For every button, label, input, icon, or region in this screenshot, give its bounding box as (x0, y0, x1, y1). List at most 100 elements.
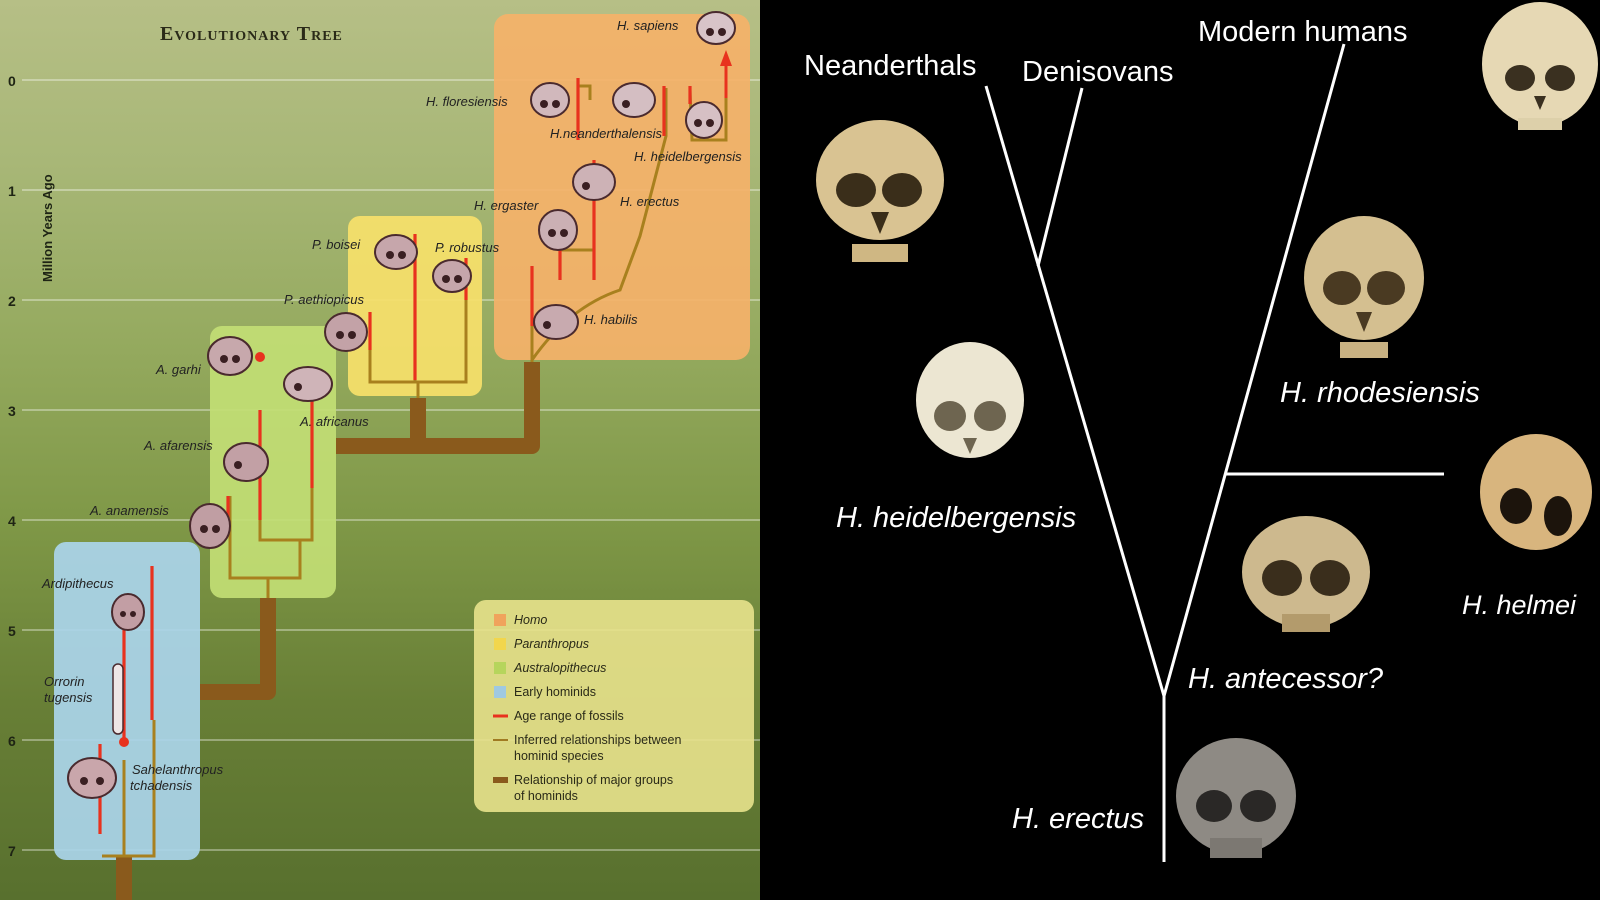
species-label: tchadensis (130, 778, 193, 793)
phylogeny-labels: Modern humans Neanderthals Denisovans H.… (804, 16, 1577, 835)
sapiens-arrow-head (720, 50, 732, 66)
legend-item: Australopithecus (494, 661, 606, 675)
skull-icon (432, 259, 472, 293)
legend-item: Homo (494, 613, 547, 627)
skull-icon (572, 163, 616, 201)
skull-icon (538, 209, 578, 251)
erectus-skull-icon (1176, 738, 1296, 858)
species-label: A. africanus (299, 414, 369, 429)
species-label: tugensis (44, 690, 93, 705)
species-label: P. boisei (312, 237, 361, 252)
skull-icon (111, 593, 145, 631)
species-label: H.neanderthalensis (550, 126, 663, 141)
diagram-title: Evolutionary Tree (160, 23, 343, 45)
phylogeny-lines (984, 43, 1444, 862)
legend-item: Inferred relationships between hominid sp… (493, 733, 682, 763)
legend-label: Age range of fossils (514, 709, 624, 723)
y-tick: 3 (8, 403, 16, 419)
species-label: H. erectus (620, 194, 680, 209)
legend-label: Australopithecus (513, 661, 606, 675)
neanderthal-branch-line (984, 85, 1166, 697)
legend-item: Paranthropus (494, 637, 589, 651)
skull-icon (223, 442, 269, 482)
legend-item: Relationship of major groups of hominids (493, 773, 673, 803)
legend-box (474, 600, 754, 812)
skull-images (816, 2, 1598, 858)
y-tick: 4 (8, 513, 16, 529)
skull-icon (283, 366, 333, 402)
legend-swatch (494, 686, 506, 698)
antecessor-skull-icon (1242, 516, 1370, 632)
species-label: H. habilis (584, 312, 638, 327)
helmei-skull-icon (1480, 434, 1592, 550)
skull-icon (533, 304, 579, 340)
modern-humans-label: Modern humans (1198, 16, 1408, 48)
denisovan-branch-line (1036, 87, 1084, 267)
species-label: P. robustus (435, 240, 500, 255)
skull-icon (207, 336, 253, 376)
species-label: H. sapiens (617, 18, 679, 33)
neanderthals-label: Neanderthals (804, 50, 977, 82)
antecessor-label: H. antecessor? (1188, 663, 1384, 695)
evolutionary-tree-diagram: 0 1 2 3 4 5 6 7 Million Years Ago Evolut… (8, 11, 760, 900)
legend-label: Early hominids (514, 685, 596, 699)
legend-label: Inferred relationships between (514, 733, 682, 747)
helmei-label: H. helmei (1462, 590, 1577, 620)
heidelbergensis-skull-icon (916, 342, 1024, 458)
skull-icon (612, 82, 656, 118)
legend-swatch (494, 662, 506, 674)
legend-label: of hominids (514, 789, 578, 803)
y-tick: 5 (8, 623, 16, 639)
species-label: Sahelanthropus (132, 762, 224, 777)
skull-icon (324, 312, 368, 352)
species-label: Orrorin (44, 674, 84, 689)
skull-icon (696, 11, 736, 45)
skull-icon (530, 82, 570, 118)
legend-swatch (494, 638, 506, 650)
sahelanthropus-fossil-dot (119, 737, 129, 747)
legend-item: Early hominids (494, 685, 596, 699)
legend-item: Age range of fossils (493, 709, 624, 723)
modern-human-branch-line (1162, 43, 1346, 697)
y-axis-label: Million Years Ago (40, 174, 55, 282)
denisovans-label: Denisovans (1022, 56, 1174, 88)
y-tick: 1 (8, 183, 16, 199)
y-axis-ticks: 0 1 2 3 4 5 6 7 (8, 73, 16, 859)
skull-icon (189, 503, 231, 549)
species-label: A. anamensis (89, 503, 169, 518)
bone-icon (112, 663, 124, 735)
y-tick: 6 (8, 733, 16, 749)
heidelbergensis-label: H. heidelbergensis (836, 502, 1076, 534)
legend-swatch (494, 614, 506, 626)
species-label: H. ergaster (474, 198, 539, 213)
evolutionary-tree-panel: 0 1 2 3 4 5 6 7 Million Years Ago Evolut… (0, 0, 760, 900)
hominin-phylogeny-diagram: Modern humans Neanderthals Denisovans H.… (804, 2, 1598, 862)
species-label: P. aethiopicus (284, 292, 364, 307)
species-label: H. floresiensis (426, 94, 508, 109)
skull-icon (685, 101, 723, 139)
skull-icon (374, 234, 418, 270)
y-tick: 7 (8, 843, 16, 859)
y-tick: 2 (8, 293, 16, 309)
species-labels: H. sapiens H. floresiensis H.neanderthal… (41, 18, 742, 793)
species-label: Ardipithecus (41, 576, 114, 591)
erectus-label: H. erectus (1012, 803, 1144, 835)
rhodesiensis-skull-icon (1304, 216, 1424, 358)
neanderthal-skull-icon (816, 120, 944, 262)
skull-icons (67, 11, 736, 799)
major-relationship-lines (116, 362, 540, 900)
species-label: A. afarensis (143, 438, 213, 453)
garhi-fossil-dot (255, 352, 265, 362)
legend-label: Homo (514, 613, 547, 627)
legend-label: Relationship of major groups (514, 773, 673, 787)
y-tick: 0 (8, 73, 16, 89)
legend-label: Paranthropus (514, 637, 589, 651)
species-label: A. garhi (155, 362, 202, 377)
legend-label: hominid species (514, 749, 604, 763)
skull-icon (67, 757, 117, 799)
modern-human-skull-icon (1482, 2, 1598, 130)
species-label: H. heidelbergensis (634, 149, 742, 164)
rhodesiensis-label: H. rhodesiensis (1280, 377, 1480, 409)
hominin-phylogeny-panel: Modern humans Neanderthals Denisovans H.… (760, 0, 1600, 900)
